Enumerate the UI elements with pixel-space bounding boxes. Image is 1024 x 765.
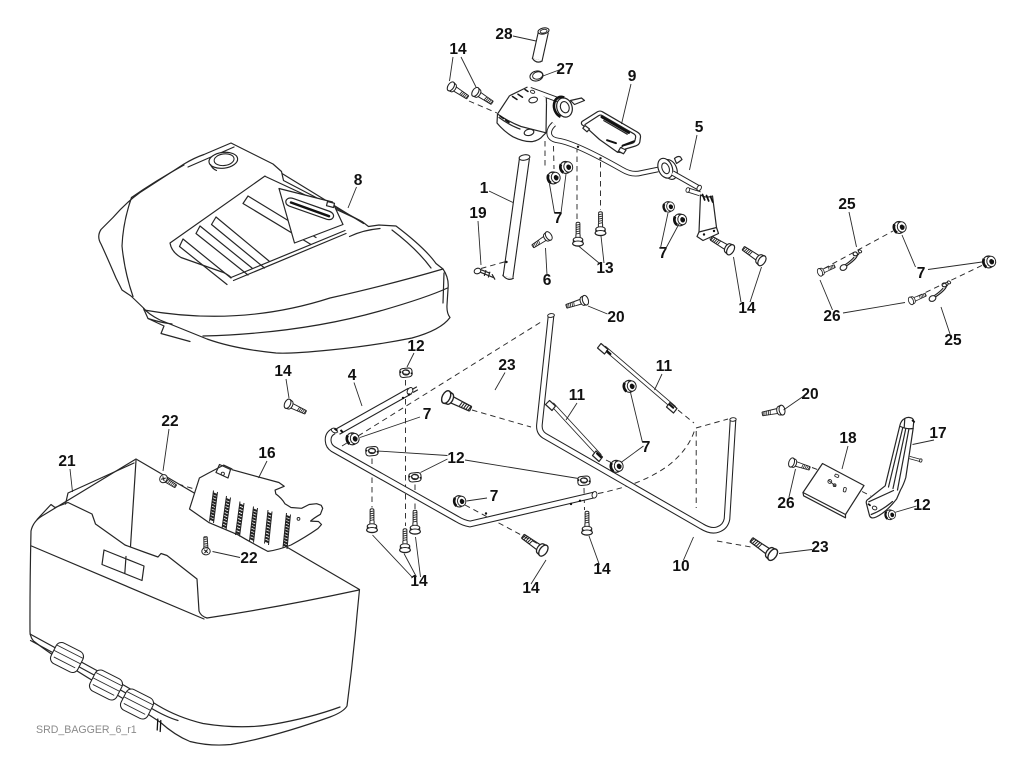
svg-text:14: 14: [522, 580, 540, 597]
svg-text:12: 12: [913, 497, 930, 514]
svg-text:21: 21: [58, 453, 76, 470]
svg-text:1: 1: [480, 180, 489, 197]
svg-text:4: 4: [348, 367, 357, 384]
svg-text:11: 11: [569, 387, 586, 404]
svg-text:12: 12: [447, 450, 464, 467]
svg-text:9: 9: [628, 68, 637, 85]
svg-text:14: 14: [274, 363, 292, 380]
svg-text:7: 7: [490, 488, 499, 505]
svg-text:6: 6: [543, 272, 552, 289]
svg-text:SRD_BAGGER_6_r1: SRD_BAGGER_6_r1: [36, 724, 137, 736]
svg-text:7: 7: [659, 245, 668, 262]
svg-text:16: 16: [258, 445, 276, 462]
svg-text:8: 8: [354, 172, 363, 189]
svg-text:19: 19: [469, 205, 487, 222]
svg-text:28: 28: [495, 26, 513, 43]
svg-text:26: 26: [777, 495, 795, 512]
svg-text:7: 7: [642, 439, 651, 456]
svg-text:22: 22: [161, 413, 178, 430]
svg-text:23: 23: [498, 357, 516, 374]
svg-text:17: 17: [929, 425, 946, 442]
svg-text:10: 10: [672, 558, 689, 575]
svg-text:14: 14: [593, 561, 611, 578]
svg-text:25: 25: [944, 332, 962, 349]
svg-text:11: 11: [656, 358, 673, 375]
svg-text:14: 14: [410, 573, 428, 590]
svg-text:22: 22: [240, 550, 257, 567]
svg-text:14: 14: [738, 300, 756, 317]
svg-text:25: 25: [838, 196, 856, 213]
svg-text:20: 20: [801, 386, 818, 403]
svg-text:7: 7: [423, 406, 432, 423]
svg-text:26: 26: [823, 308, 841, 325]
svg-text:7: 7: [554, 210, 563, 227]
svg-text:23: 23: [811, 539, 829, 556]
svg-text:5: 5: [695, 119, 704, 136]
svg-text:13: 13: [596, 260, 614, 277]
svg-text:20: 20: [607, 309, 624, 326]
svg-text:27: 27: [556, 61, 573, 78]
svg-text:7: 7: [917, 265, 926, 282]
svg-text:14: 14: [449, 41, 467, 58]
svg-text:18: 18: [839, 430, 857, 447]
svg-text:12: 12: [407, 338, 424, 355]
